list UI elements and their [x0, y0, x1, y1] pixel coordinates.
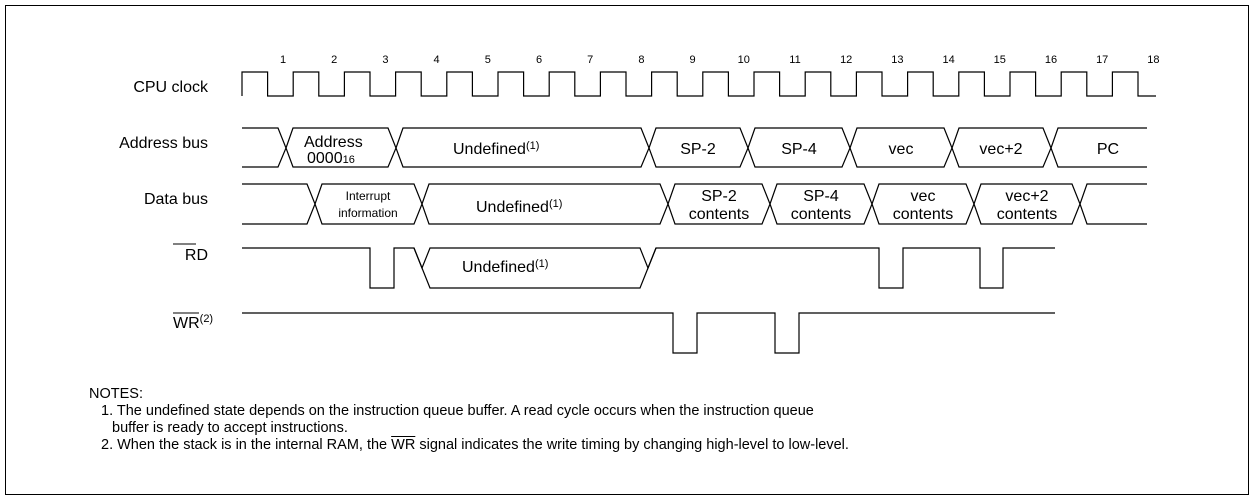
cycle-number: 8 [638, 54, 644, 66]
data-sp2-line1: SP-2 [701, 188, 737, 205]
cycle-number: 14 [942, 54, 954, 66]
label-wr: WR(2) [173, 313, 213, 332]
cycle-number: 4 [434, 54, 440, 66]
data-vec-line2: contents [893, 206, 953, 223]
cycle-number: 10 [738, 54, 750, 66]
note-1-line1: 1. The undefined state depends on the in… [101, 403, 814, 419]
cycle-number: 6 [536, 54, 542, 66]
data-sp4-line1: SP-4 [803, 188, 839, 205]
data-vec-line1: vec [911, 188, 936, 205]
data-vec2-line2: contents [997, 206, 1057, 223]
cycle-number: 17 [1096, 54, 1108, 66]
notes-section: NOTES: 1. The undefined state depends on… [89, 386, 849, 454]
note-1-line2: buffer is ready to accept instructions. [112, 420, 348, 436]
diagram-frame [5, 5, 1249, 495]
cycle-number: 3 [382, 54, 388, 66]
address-sp4: SP-4 [781, 141, 817, 158]
note-2: 2. When the stack is in the internal RAM… [101, 437, 849, 453]
address-0000-value: 000016 [307, 150, 355, 167]
cycle-number: 12 [840, 54, 852, 66]
cycle-number: 11 [789, 54, 800, 66]
address-pc: PC [1097, 141, 1119, 158]
cycle-number: 5 [485, 54, 491, 66]
clock-waveform [241, 71, 1156, 97]
rd-undefined: Undefined(1) [462, 258, 548, 276]
notes-heading: NOTES: [89, 386, 143, 402]
cycle-number: 7 [587, 54, 593, 66]
cycle-number: 16 [1045, 54, 1057, 66]
cycle-number: 18 [1147, 54, 1159, 66]
data-undefined: Undefined(1) [476, 198, 562, 216]
data-sp2-line2: contents [689, 206, 749, 223]
data-sp4-line2: contents [791, 206, 851, 223]
cycle-number: 2 [331, 54, 337, 66]
label-rd: RD [185, 247, 208, 264]
cycle-number: 9 [690, 54, 696, 66]
data-vec2-line1: vec+2 [1005, 188, 1048, 205]
address-sp2: SP-2 [680, 141, 716, 158]
label-address-bus: Address bus [119, 135, 208, 152]
address-undefined: Undefined(1) [453, 140, 539, 158]
data-interrupt-line2: information [338, 206, 397, 220]
rd-waveform [242, 247, 1055, 289]
label-data-bus: Data bus [144, 191, 208, 208]
wr-waveform [242, 312, 1055, 354]
data-interrupt-line1: Interrupt [346, 189, 391, 203]
label-cpu-clock: CPU clock [133, 79, 209, 96]
cycle-number: 1 [280, 54, 286, 66]
address-bus-waveform [242, 127, 1147, 168]
cycle-number: 13 [891, 54, 903, 66]
address-vec2: vec+2 [979, 141, 1022, 158]
cycle-number: 15 [994, 54, 1006, 66]
address-0000-label: Address [304, 134, 363, 151]
note-2-wr: WR [391, 437, 416, 453]
data-bus-waveform [242, 183, 1147, 225]
address-vec: vec [889, 141, 914, 158]
